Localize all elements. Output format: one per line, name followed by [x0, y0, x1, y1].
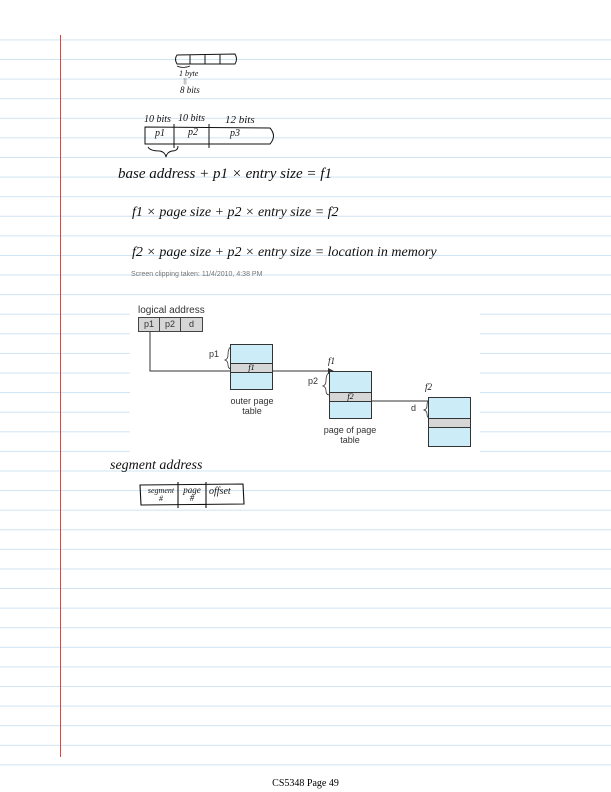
field-bits-2: 10 bits [178, 113, 205, 124]
byte-sketch [175, 53, 237, 68]
field-p2: p2 [188, 127, 198, 138]
equation-2: f1 × page size + p2 × entry size = f2 [132, 205, 339, 220]
f1-mark: f1 [328, 356, 336, 366]
segment-field-offset: offset [209, 486, 231, 497]
outer-entry-f1: f1 [231, 363, 272, 373]
memory-frame [428, 397, 471, 447]
page-of-page-table: f2 [329, 371, 372, 419]
field-sketch [144, 124, 274, 158]
clipping-caption: Screen clipping taken: 11/4/2010, 4:38 P… [131, 271, 263, 278]
field-p1: p1 [155, 128, 165, 139]
memory-location [429, 418, 470, 428]
equals-mark: || [183, 77, 187, 85]
logical-address-label: logical address [138, 305, 205, 316]
segment-sketch [139, 482, 245, 508]
addr-cell-p1: p1 [138, 317, 160, 332]
p1-brace-label: p1 [209, 349, 220, 359]
page-entry-f2: f2 [330, 392, 371, 402]
addr-cell-d: d [180, 317, 203, 332]
outer-page-table-label: outer page table [230, 396, 274, 416]
field-bits-1: 10 bits [144, 114, 171, 125]
d-brace-label: d [411, 403, 417, 413]
segment-title: segment address [110, 458, 203, 473]
margin-line [60, 35, 61, 757]
field-p3: p3 [230, 128, 240, 139]
page-of-page-table-label: page of page table [323, 425, 377, 445]
field-bits-3: 12 bits [225, 114, 255, 126]
p2-brace-label: p2 [308, 376, 319, 386]
bits-label: 8 bits [180, 85, 200, 95]
page-footer: CS5348 Page 49 [272, 778, 339, 789]
f2-mark: f2 [425, 382, 433, 392]
segment-field-page: page # [183, 485, 201, 503]
segment-field-segment: segment # [147, 486, 175, 503]
byte-label: 1 byte [179, 69, 199, 78]
paging-diagram: logical address p1 p2 d p1 f1 outer page… [130, 297, 480, 455]
equation-3: f2 × page size + p2 × entry size = locat… [132, 245, 437, 260]
equation-1: base address + p1 × entry size = f1 [118, 166, 332, 182]
outer-page-table: f1 [230, 344, 273, 390]
